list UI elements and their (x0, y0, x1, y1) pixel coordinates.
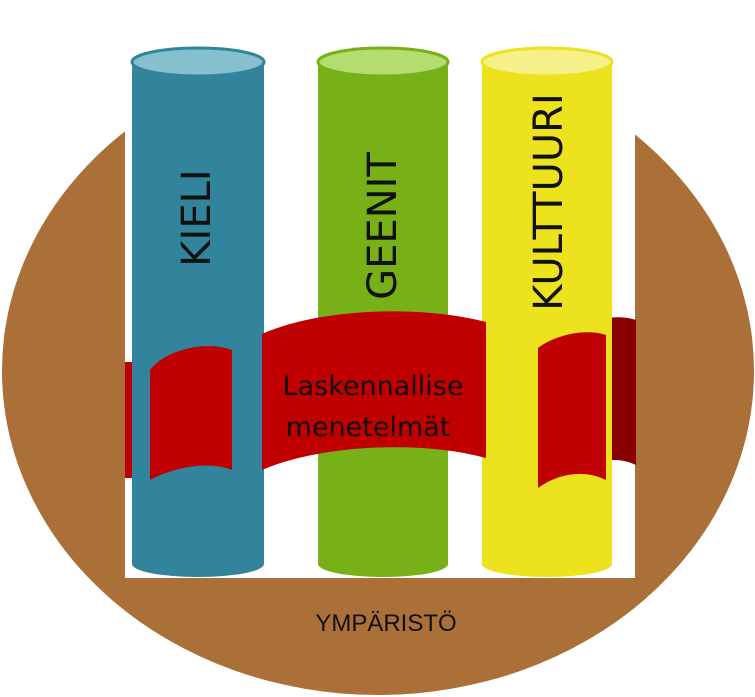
environment-label: YMPÄRISTÖ (315, 610, 456, 637)
pillar-kulttuuri-bottom (482, 551, 612, 577)
pillar-kieli (130, 46, 266, 577)
pillar-geenit-top (316, 46, 450, 78)
pillar-kulttuuri-label: KULTTUURI (526, 93, 572, 311)
ribbon-front (150, 311, 606, 488)
pillar-geenit-bottom (318, 551, 448, 577)
methods-label-line2: menetelmät (286, 412, 451, 443)
pillar-kieli-bottom (132, 551, 264, 577)
pillar-kieli-body (132, 58, 264, 564)
methods-label-line1: Laskennallise (283, 371, 464, 402)
pillar-kieli-label: KIELI (174, 169, 220, 266)
pillar-geenit (316, 46, 450, 577)
pillar-geenit-body (318, 58, 448, 564)
pillar-kulttuuri-top (480, 46, 614, 78)
pillar-kieli-top (130, 46, 266, 78)
pillar-geenit-label: GEENIT (360, 152, 406, 300)
